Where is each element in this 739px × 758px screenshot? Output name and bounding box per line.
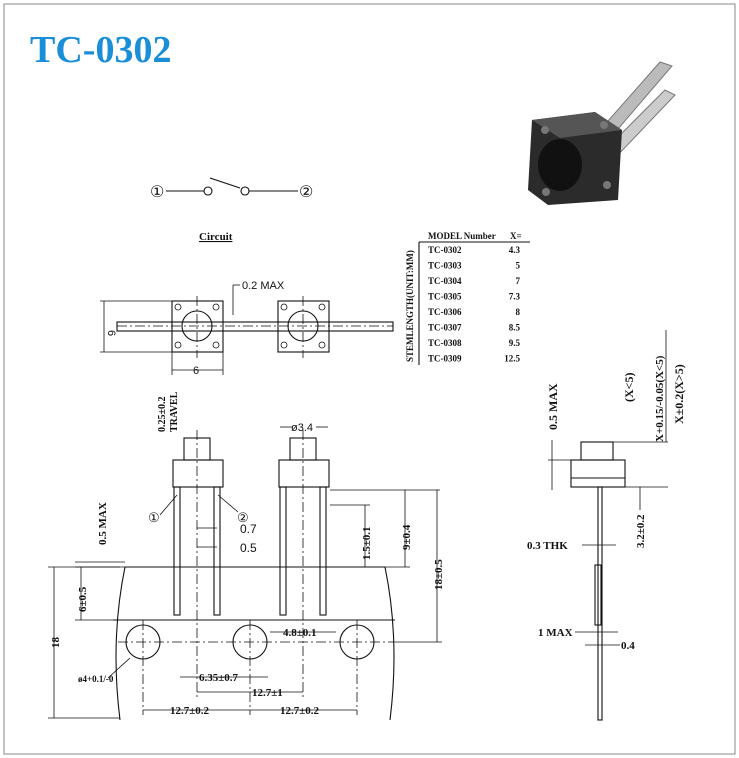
front-pin-1: ①: [148, 510, 160, 525]
table-row-x: 12.5: [504, 354, 520, 364]
top-width-dim: 6: [193, 365, 199, 377]
product-photo: [528, 61, 676, 205]
gap-dim: 0.2 MAX: [242, 280, 285, 292]
table-row-x: 8.5: [509, 323, 521, 333]
table-row-model: TC-0309: [428, 354, 462, 364]
travel-label: TRAVEL: [169, 391, 180, 432]
pin-width-dim: 0.7: [240, 522, 257, 536]
table-row-x: 8: [516, 307, 521, 317]
top-height-dim: 6: [105, 330, 117, 336]
travel-dim: 0.25±0.2: [157, 397, 168, 433]
offset-635-dim: 6.35±0.7: [199, 672, 239, 684]
tape-width-dim: 6±0.5: [77, 586, 89, 612]
table-row-x: 7.3: [509, 292, 521, 302]
table-row-x: 5: [516, 261, 521, 271]
circuit-pin-1: ①: [150, 184, 164, 201]
side-32-dim: 3.2±0.2: [635, 514, 647, 548]
pitch-127-dim: 12.7±1: [252, 687, 283, 699]
front-pin-2: ②: [237, 510, 249, 525]
cap-diameter-dim: ø3.4: [291, 422, 313, 434]
circuit-pin-2: ②: [299, 184, 313, 201]
max1-dim: 1 MAX: [538, 627, 573, 639]
side-max-dim: 0.5 MAX: [546, 383, 560, 430]
circuit-label: Circuit: [199, 231, 233, 243]
table-row-x: 4.3: [509, 245, 521, 255]
hole-pitch-right-dim: 12.7±0.2: [280, 705, 320, 717]
x-tol-2: X±0.2(X>5): [672, 364, 686, 424]
table-header-model: MODEL Number: [428, 231, 496, 241]
x-lt5-label: (X<5): [622, 373, 636, 403]
table-row-model: TC-0307: [428, 323, 462, 333]
table-row-x: 7: [516, 276, 521, 286]
hole-diameter-dim: ø4+0.1/-0: [78, 674, 114, 684]
table-header-x: X=: [510, 231, 522, 241]
table-row-model: TC-0306: [428, 307, 462, 317]
table-row-model: TC-0305: [428, 292, 462, 302]
table-side-label: STEMLENGTH(UNIT:MM): [405, 250, 415, 362]
product-title: TC-0302: [30, 29, 171, 71]
hole-pitch-left-dim: 12.7±0.2: [170, 705, 210, 717]
stem-length-table: STEMLENGTH(UNIT:MM) MODEL Number X= TC-0…: [405, 231, 530, 365]
pin-thickness-dim: 0.5: [240, 541, 257, 555]
pin-spacing-dim: 4.8±0.1: [283, 627, 317, 639]
circuit-diagram: ① ② Circuit: [150, 177, 313, 243]
table-row-model: TC-0304: [428, 276, 462, 286]
page-frame: [3, 3, 736, 755]
height-9-dim: 9±0.4: [401, 524, 413, 550]
front-view: 0.25±0.2 TRAVEL ø3.4 ① ② 0.7 0.5 0.5 MAX…: [48, 391, 445, 721]
table-row-x: 9.5: [509, 338, 521, 348]
table-row-model: TC-0303: [428, 261, 462, 271]
stem-offset-dim: 1.5±0.1: [361, 526, 373, 560]
side-view: 0.5 MAX (X<5) X+0.15/-0.05(X<5) X±0.2(X>…: [527, 330, 686, 721]
front-max-dim: 0.5 MAX: [97, 502, 109, 545]
thickness-dim: 0.3 THK: [527, 540, 568, 552]
table-row-model: TC-0308: [428, 338, 462, 348]
x-tol-1: X+0.15/-0.05(X<5): [654, 355, 666, 442]
top-view: 6 6 0.2 MAX: [100, 280, 394, 377]
height-18-dim: 18±0.5: [433, 559, 445, 590]
d04-dim: 0.4: [621, 640, 635, 652]
tape-height-dim: 18: [50, 637, 62, 649]
table-row-model: TC-0302: [428, 245, 462, 255]
